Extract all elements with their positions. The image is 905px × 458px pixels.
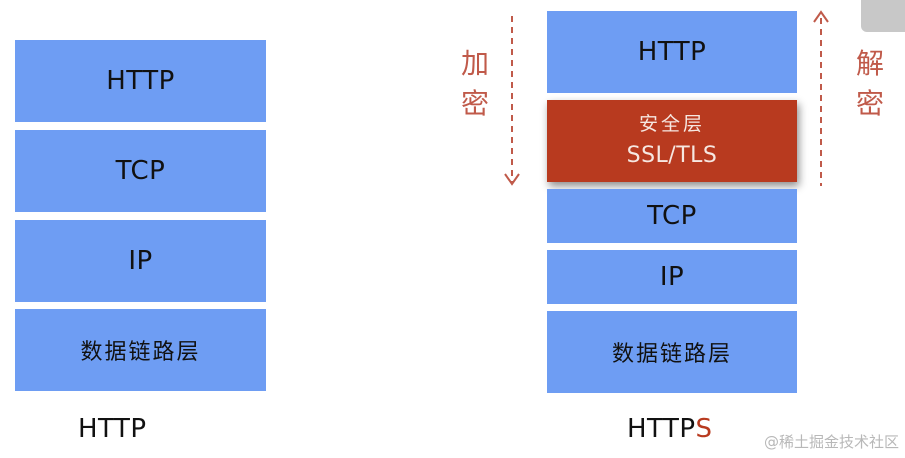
http-stack-tcp-layer: TCP — [15, 130, 266, 212]
watermark: @稀土掘金技术社区 — [763, 433, 899, 451]
https-stack-label: HTTPS — [627, 414, 713, 444]
dashed-down-arrow-icon — [504, 16, 520, 186]
https-stack-ip-layer: IP — [547, 250, 797, 304]
corner-badge — [861, 0, 905, 32]
security-layer-cn-label: 安全层 — [638, 113, 705, 136]
https-stack-http-layer: HTTP — [547, 11, 797, 93]
encrypt-char-2: 密 — [460, 87, 489, 120]
decrypt-label: 解 密 — [850, 44, 890, 124]
encrypt-char-1: 加 — [460, 47, 489, 80]
security-layer-ssl-tls-label: SSL/TLS — [626, 142, 718, 168]
http-stack-label: HTTP — [78, 414, 147, 444]
https-stack-tcp-layer: TCP — [547, 189, 797, 243]
dashed-up-arrow-icon — [813, 10, 829, 186]
http-stack-ip-layer: IP — [15, 220, 266, 302]
decrypt-char-1: 解 — [855, 47, 884, 80]
https-stack-security-layer: 安全层 SSL/TLS — [547, 100, 797, 182]
http-stack-http-layer: HTTP — [15, 40, 266, 122]
encrypt-label: 加 密 — [455, 44, 495, 124]
https-label-s: S — [695, 414, 713, 444]
http-stack-link-layer: 数据链路层 — [15, 309, 266, 391]
https-label-prefix: HTTP — [627, 414, 696, 444]
https-stack-link-layer: 数据链路层 — [547, 311, 797, 393]
decrypt-char-2: 密 — [855, 87, 884, 120]
